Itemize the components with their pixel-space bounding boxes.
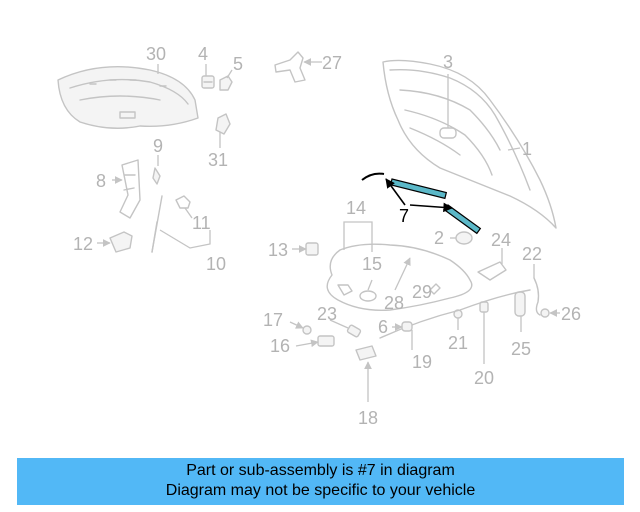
callout-12: 12 [73,234,93,254]
callout-10: 10 [206,254,226,274]
part-4-clip [201,75,215,89]
part-20-bracket [479,301,489,313]
callout-23: 23 [317,304,337,324]
parts-diagram: 30 4 5 27 3 1 9 31 8 7 14 11 2 24 12 13 … [57,44,581,428]
callout-24: 24 [491,230,511,250]
callout-16: 16 [270,336,290,356]
part-25-release-handle [514,291,526,317]
callout-8: 8 [96,171,106,191]
callout-3: 3 [443,52,453,72]
part-16-bracket [317,335,335,347]
callout-1: 1 [522,139,532,159]
callout-28: 28 [384,293,404,313]
part-2-cover [455,231,473,245]
part-7-washer-nozzle [361,172,482,235]
part-15-latch [359,290,377,302]
part-17-clip [302,325,312,335]
callout-26: 26 [561,304,581,324]
part-6-bumper [401,321,413,332]
callout-31: 31 [208,150,228,170]
callout-29: 29 [412,282,432,302]
callout-21: 21 [448,333,468,353]
callout-18: 18 [358,408,378,428]
callout-20: 20 [474,368,494,388]
part-30-hood-insulator [57,66,199,129]
callout-5: 5 [233,54,243,74]
callout-labels: 30 4 5 27 3 1 9 31 8 7 14 11 2 24 12 13 … [73,44,581,428]
info-banner: Part or sub-assembly is #7 in diagram Di… [17,458,624,505]
callout-9: 9 [153,136,163,156]
part-31-bracket [215,113,231,135]
part-29-clip [429,283,441,295]
banner-disclaimer-line: Diagram may not be specific to your vehi… [165,482,476,499]
part-1-hood [382,59,557,229]
callout-7: 7 [399,206,409,226]
part-24-bracket [477,261,507,281]
callout-4: 4 [198,44,208,64]
part-27-hinge [274,51,306,83]
callout-11: 11 [192,213,211,233]
part-13-bumper [305,242,319,256]
callout-30: 30 [146,44,166,64]
part-18-latch-plate [355,345,377,361]
callout-27: 27 [322,53,342,73]
part-8-bracket [119,159,141,219]
callout-13: 13 [268,240,288,260]
callout-17: 17 [263,310,283,330]
callout-6: 6 [378,317,388,337]
part-10-support-strut [151,195,163,253]
part-26-grommet [540,308,550,318]
part-14-latch-cable [326,243,473,311]
banner-part-line: Part or sub-assembly is #7 in diagram [186,462,455,479]
callout-22: 22 [522,244,542,264]
callout-15: 15 [362,254,382,274]
callout-14: 14 [346,198,366,218]
part-5-grommet [219,75,233,91]
part-11-clip [175,195,191,209]
part-12-bracket [109,231,133,253]
callout-19: 19 [412,352,432,372]
part-9-clip [152,167,161,185]
callout-25: 25 [511,339,531,359]
part-22-release-cable [533,277,541,316]
part-23-switch [346,324,362,338]
callout-2: 2 [434,228,444,248]
